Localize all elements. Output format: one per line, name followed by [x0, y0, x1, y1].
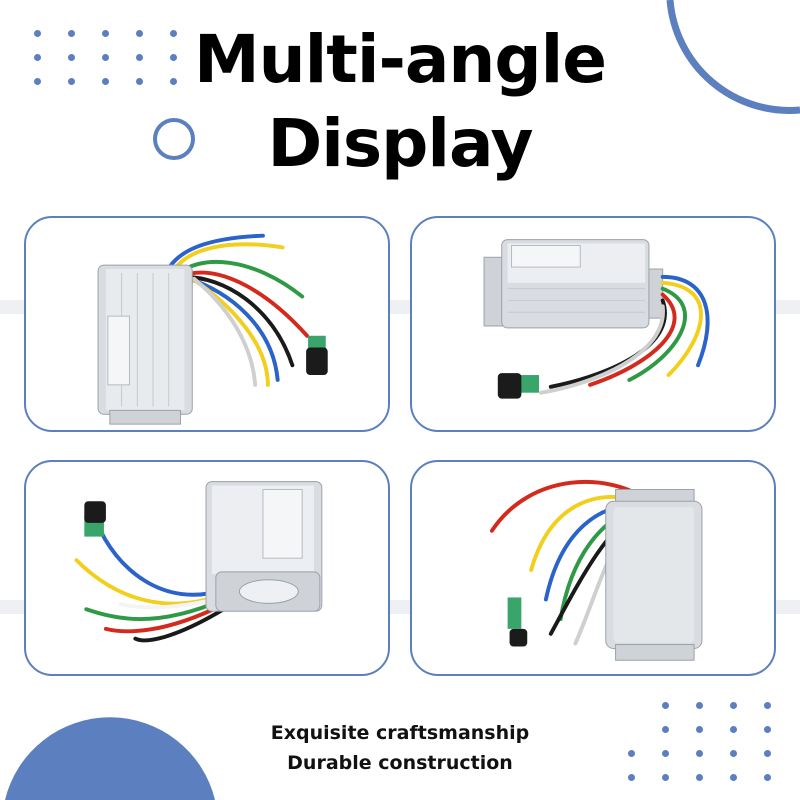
dot-grid-decoration-bottom-right	[628, 702, 771, 781]
product-photo-panel-back	[410, 460, 776, 676]
controller-image-end	[74, 481, 323, 643]
feature-line-1: Exquisite craftsmanship	[270, 722, 530, 744]
ring-decoration	[153, 118, 195, 160]
controller-image-front	[97, 233, 328, 425]
controller-image-top	[483, 239, 710, 399]
arc-decoration-top-right	[666, 0, 800, 114]
dot-grid-decoration-top-left	[34, 30, 177, 85]
title-line-2: Display	[267, 105, 533, 182]
controller-image-back	[489, 479, 703, 661]
product-photo-panel-top	[410, 216, 776, 432]
product-photo-panel-end	[24, 460, 390, 676]
feature-line-2: Durable construction	[287, 752, 513, 774]
arc-decoration-bottom-left	[5, 717, 215, 800]
feature-captions: Exquisite craftsmanship Durable construc…	[0, 718, 800, 778]
product-photo-panel-front	[24, 216, 390, 432]
page-title: Multi-angle Display	[0, 18, 800, 186]
title-line-1: Multi-angle	[193, 21, 607, 98]
